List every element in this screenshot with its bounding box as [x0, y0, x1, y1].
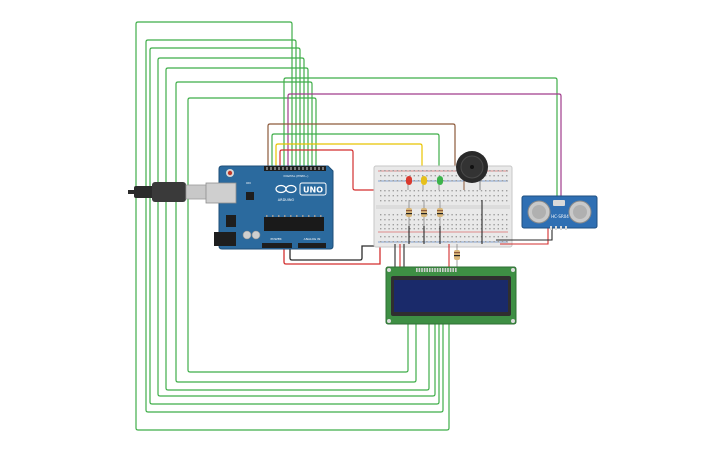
led-yellow[interactable]	[421, 176, 427, 190]
wire-gnd	[289, 245, 386, 261]
breadboard[interactable]	[373, 165, 513, 248]
board-maker-label: ARDUINO	[278, 198, 295, 202]
wire-lcd-4	[157, 57, 436, 397]
wire-lcd-6	[175, 81, 417, 383]
led-icon	[406, 176, 412, 185]
resistor-icon	[454, 244, 460, 268]
wire-5v	[283, 246, 381, 265]
led-wires	[267, 123, 456, 191]
breadboard-jumpers	[394, 200, 553, 268]
ultrasonic-transducer-icon	[527, 200, 551, 224]
lcd-display[interactable]	[385, 266, 517, 325]
resistor-icon	[406, 200, 412, 226]
wire-lcd-3	[149, 47, 440, 405]
resistors	[406, 200, 460, 268]
sensor-model-label: HC-SR04	[551, 214, 569, 219]
wire-sensor-trig	[287, 93, 562, 196]
atmega-chip	[264, 217, 324, 231]
power-jack-icon	[214, 232, 236, 246]
wire-led-green	[271, 133, 440, 178]
led-icon	[437, 176, 443, 185]
wire-led-yellow	[275, 143, 423, 178]
buzzer-icon[interactable]	[456, 151, 488, 190]
board-model-label: UNO	[303, 186, 323, 195]
arduino-board[interactable]: UNO ARDUINO DIGITAL (PWM~) POWER ANALOG …	[205, 165, 334, 250]
wire-lcd-5	[165, 67, 430, 391]
sensor-wires	[283, 77, 562, 196]
usb-port	[205, 182, 237, 204]
analog-pins-label: ANALOG IN	[304, 237, 321, 241]
resistor-icon	[437, 200, 443, 226]
ultrasonic-sensor[interactable]: HC-SR04	[521, 195, 598, 230]
digital-pins-label: DIGITAL (PWM~)	[284, 174, 309, 178]
led-red[interactable]	[406, 176, 412, 190]
led-green[interactable]	[437, 176, 443, 190]
power-header[interactable]	[262, 243, 292, 248]
wire-led-red	[279, 149, 408, 191]
wire-lcd-7	[187, 97, 409, 373]
analog-header[interactable]	[298, 243, 326, 248]
wire-lcd-1	[135, 21, 450, 431]
power-wires	[283, 245, 386, 265]
led-icon	[421, 176, 427, 185]
wire-buzzer	[267, 123, 456, 178]
on-led-label: ON	[246, 181, 251, 185]
wire-lcd-2	[145, 39, 444, 413]
resistor-icon	[421, 200, 427, 226]
lcd-signal-wires	[135, 21, 450, 431]
lcd-screen	[394, 280, 508, 312]
ultrasonic-transducer-icon	[568, 200, 592, 224]
power-pins-label: POWER	[270, 237, 281, 241]
lcd-header-pins	[416, 268, 457, 272]
usb-cable-icon	[128, 182, 209, 202]
wire-sensor-vcc	[283, 77, 558, 196]
